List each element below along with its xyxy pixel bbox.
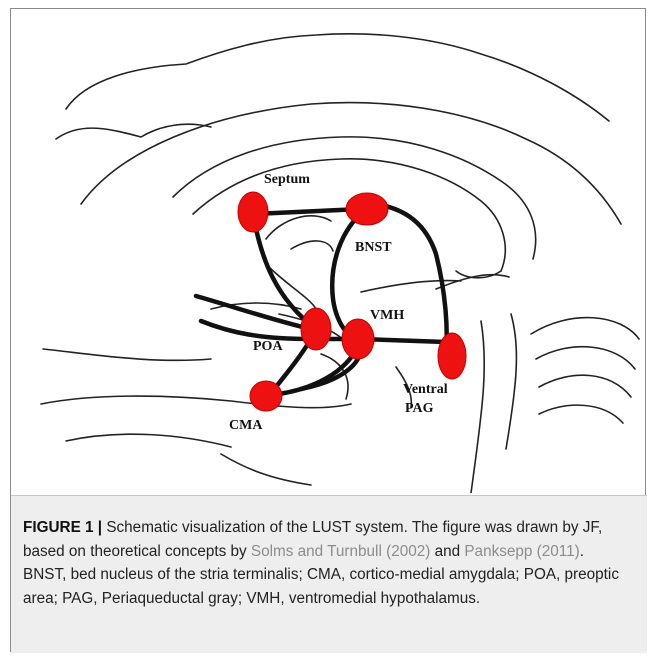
cma-node — [250, 381, 282, 411]
citation-solms-turnbull[interactable]: Solms and Turnbull (2002) — [251, 543, 430, 560]
caption-text-2: and — [430, 543, 464, 560]
septum-node — [238, 192, 268, 232]
figure-caption: FIGURE 1 | Schematic visualization of th… — [23, 516, 627, 610]
lust-pathways — [196, 204, 447, 394]
brain-outline — [41, 34, 639, 493]
ventral-pag-node — [438, 333, 466, 379]
poa-label: POA — [253, 339, 283, 354]
figure-caption-box: FIGURE 1 | Schematic visualization of th… — [11, 495, 647, 653]
bnst-label: BNST — [355, 240, 392, 255]
ventral-label: Ventral — [403, 382, 448, 397]
vmh-label: VMH — [370, 308, 404, 323]
lust-system-diagram: Septum BNST VMH POA CMA Ventral PAG — [11, 9, 647, 493]
bnst-node — [346, 193, 388, 225]
figure-label: FIGURE 1 | — [23, 519, 102, 536]
septum-label: Septum — [264, 172, 310, 187]
poa-node — [301, 308, 331, 350]
cma-label: CMA — [229, 418, 263, 433]
vmh-node — [342, 319, 374, 359]
citation-panksepp[interactable]: Panksepp (2011) — [464, 543, 579, 560]
pag-label: PAG — [405, 401, 434, 416]
figure-frame: Septum BNST VMH POA CMA Ventral PAG FIGU… — [10, 8, 646, 652]
brain-sagittal-schematic: Septum BNST VMH POA CMA Ventral PAG — [11, 9, 647, 493]
